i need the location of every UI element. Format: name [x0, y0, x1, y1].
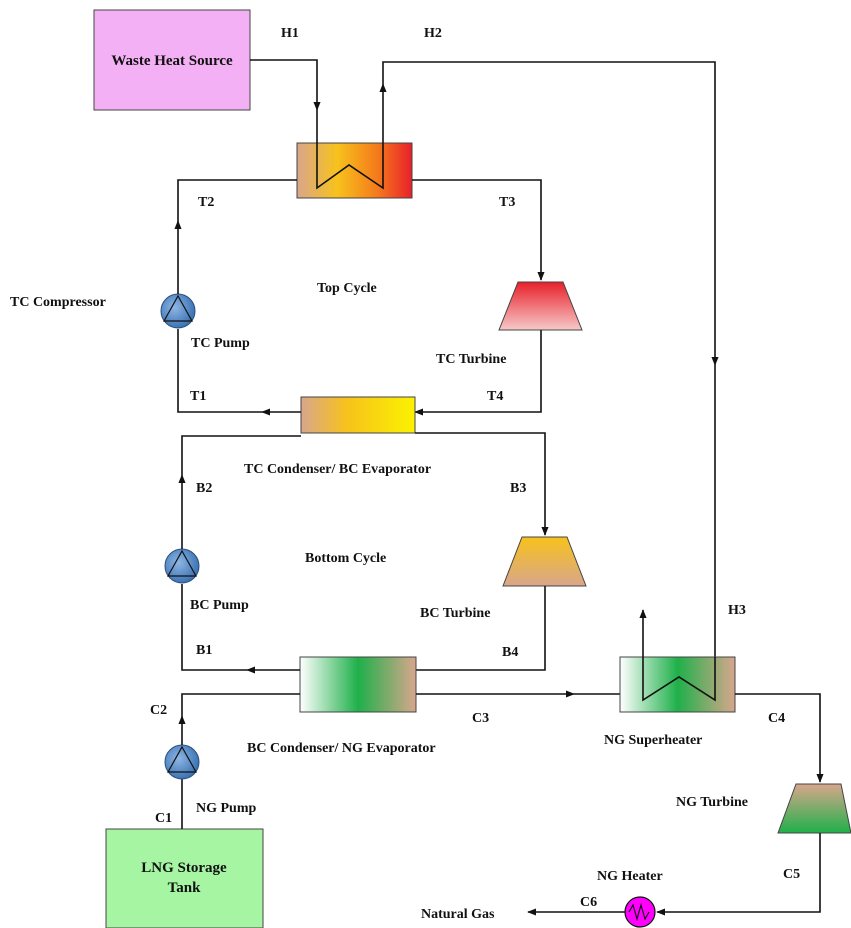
state-h2: H2 — [424, 26, 442, 41]
pipe-b4 — [416, 586, 546, 671]
tc-pump-label: TC Pump — [191, 336, 250, 351]
top-heat-exchanger — [296, 142, 413, 199]
pipe-c2 — [181, 693, 300, 716]
top-cycle-label: Top Cycle — [317, 281, 377, 296]
ng-heater-label: NG Heater — [597, 869, 663, 884]
ng-superheater — [619, 656, 736, 713]
state-t3: T3 — [499, 195, 515, 210]
state-c5: C5 — [783, 867, 800, 882]
pipe-h2-h3 — [382, 61, 719, 366]
tc-compressor-label: TC Compressor — [10, 295, 106, 310]
ng-pump — [164, 744, 200, 780]
state-b4: B4 — [502, 645, 518, 660]
pipe-b1-return — [181, 584, 247, 671]
pipe-c5 — [656, 833, 821, 916]
ng-superheater-label: NG Superheater — [604, 733, 702, 748]
ng-heater-coil-icon — [628, 902, 650, 922]
tc-condenser-label: TC Condenser/ BC Evaporator — [244, 462, 431, 477]
lng-tank-label-line1: LNG Storage — [141, 860, 227, 876]
pipe-t3 — [412, 179, 545, 281]
waste-heat-source-box — [93, 9, 251, 111]
ng-turbine — [777, 783, 851, 834]
tc-pump — [160, 293, 196, 329]
bc-pump-triangle — [166, 549, 198, 577]
state-b3: B3 — [510, 481, 526, 496]
bottom-cycle-label: Bottom Cycle — [305, 551, 386, 566]
ng-pump-triangle — [166, 745, 198, 773]
natural-gas-label: Natural Gas — [421, 907, 495, 922]
pipe-c4 — [735, 693, 824, 783]
bc-pump-label: BC Pump — [190, 598, 249, 613]
tc-turbine-label: TC Turbine — [436, 352, 506, 367]
bc-pump — [164, 548, 200, 584]
pipe-b2 — [181, 435, 301, 475]
tc-condenser-bc-evaporator — [300, 396, 416, 434]
lng-storage-tank — [105, 828, 264, 928]
top-heat-exchanger-coil — [316, 143, 384, 190]
waste-heat-source-label: Waste Heat Source — [111, 53, 233, 69]
state-c6: C6 — [580, 895, 597, 910]
state-b2: B2 — [196, 481, 212, 496]
pipe-t1-return — [177, 329, 262, 413]
pipe-h1 — [250, 59, 321, 111]
pipe-t4 — [414, 330, 542, 416]
ng-superheater-coil — [642, 657, 716, 702]
bc-turbine — [502, 536, 587, 587]
ng-pump-label: NG Pump — [196, 801, 257, 816]
tc-turbine — [498, 281, 583, 331]
pipe-t2 — [177, 179, 297, 221]
state-c2: C2 — [150, 703, 167, 718]
ng-turbine-label: NG Turbine — [676, 795, 748, 810]
tc-pump-triangle — [162, 294, 194, 322]
lng-tank-label-line2: Tank — [168, 880, 201, 896]
state-h1: H1 — [281, 26, 299, 41]
bc-condenser-ng-evaporator — [299, 656, 417, 713]
state-c1: C1 — [155, 811, 172, 826]
bc-condenser-label: BC Condenser/ NG Evaporator — [247, 741, 436, 756]
state-b1: B1 — [196, 643, 212, 658]
state-h3: H3 — [728, 603, 746, 618]
state-t4: T4 — [487, 389, 503, 404]
state-c3: C3 — [472, 711, 489, 726]
pipe-b3 — [415, 432, 549, 536]
state-c4: C4 — [768, 711, 785, 726]
state-t2: T2 — [198, 195, 214, 210]
bc-turbine-label: BC Turbine — [420, 606, 490, 621]
state-t1: T1 — [190, 389, 206, 404]
